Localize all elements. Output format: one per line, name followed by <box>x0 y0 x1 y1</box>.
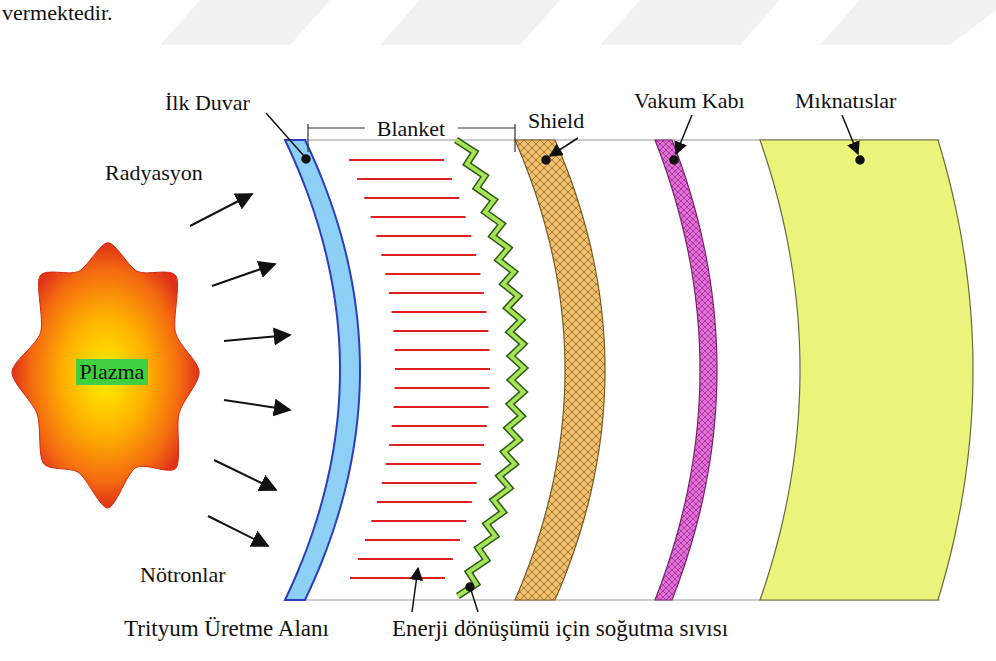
breeding-line <box>358 558 453 560</box>
breeding-line <box>364 197 459 199</box>
shield-band <box>515 140 605 600</box>
blanket-label: Blanket <box>377 116 445 141</box>
breeding-line <box>382 482 477 484</box>
breeding-line <box>395 349 490 351</box>
breeding-lines <box>349 160 490 578</box>
first-wall-band <box>285 140 360 600</box>
breeding-line <box>392 425 487 427</box>
vacuum-vessel-band <box>655 140 717 600</box>
breeding-line <box>365 539 460 541</box>
page-text: vermektedir. <box>2 0 113 25</box>
watermark-stripes <box>160 0 996 45</box>
first-wall-label: İlk Duvar <box>165 90 250 115</box>
breeding-line <box>371 520 466 522</box>
breeding-line <box>385 273 480 275</box>
vacuum-vessel-label: Vakum Kabı <box>634 88 745 113</box>
breeding-line <box>389 444 484 446</box>
plasma-outline <box>12 243 199 508</box>
breeding-line <box>381 254 476 256</box>
magnets-label: Mıknatıslar <box>795 88 896 113</box>
plasma-blob: Plazma <box>8 232 208 512</box>
coolant-label: Enerji dönüşümü için soğutma sıvısı <box>392 616 728 642</box>
breeding-line <box>395 387 490 389</box>
breeding-line <box>377 501 472 503</box>
leader-lines <box>266 113 864 612</box>
tritium-area-label: Trityum Üretme Alanı <box>124 616 329 642</box>
radiation-arrows <box>190 194 290 546</box>
breeding-line <box>371 216 466 218</box>
breeding-line <box>349 159 444 161</box>
breeding-line <box>350 577 445 579</box>
neutrons-label: Nötronlar <box>140 562 226 587</box>
radiation-label: Radyasyon <box>105 160 203 185</box>
breeding-line <box>386 463 481 465</box>
plasma-label: Plazma <box>76 359 149 385</box>
breeding-line <box>395 368 490 370</box>
shield-label: Shield <box>528 108 584 133</box>
magnet-band <box>760 140 973 600</box>
breeding-line <box>393 330 488 332</box>
reactor-layers <box>285 140 973 600</box>
breeding-line <box>394 406 489 408</box>
breeding-line <box>389 292 484 294</box>
breeding-line <box>376 235 471 237</box>
breeding-line <box>357 178 452 180</box>
breeding-line <box>392 311 487 313</box>
